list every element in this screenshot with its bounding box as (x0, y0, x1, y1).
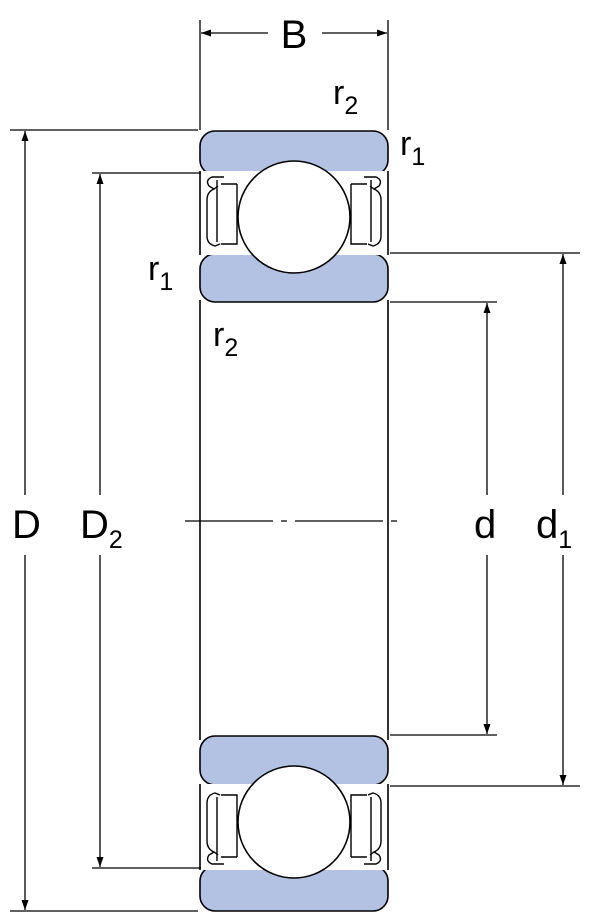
ball-bottom (237, 765, 351, 879)
label-r1-left-sub: 1 (159, 268, 173, 296)
dimension-lines (21, 29, 567, 910)
bearing-section (199, 130, 389, 912)
label-d1: d1 (536, 503, 572, 554)
label-r1-left: r1 (148, 250, 173, 296)
label-r2-top-main: r (333, 74, 344, 112)
seal-right-bottom (350, 792, 382, 865)
label-d1-sub: 1 (558, 526, 572, 554)
label-d1-main: d (536, 503, 558, 547)
seal-right-top (350, 176, 382, 247)
label-d2-sub: 2 (109, 526, 123, 554)
label-d2: D2 (80, 503, 123, 554)
label-r1-top-right: r1 (400, 125, 425, 171)
label-width-b: B (281, 13, 308, 57)
label-bore-d: d (474, 503, 496, 547)
label-outer-diameter: D (12, 503, 41, 547)
label-r2-inner: r2 (213, 316, 238, 362)
label-r1-top-right-main: r (400, 125, 411, 163)
extension-lines (10, 20, 580, 912)
label-r2-inner-main: r (213, 316, 224, 354)
label-r2-top-sub: 2 (344, 92, 358, 120)
label-r2-top: r2 (333, 74, 358, 120)
label-r2-inner-sub: 2 (224, 334, 238, 362)
ball-top (237, 160, 351, 274)
seal-left-top (206, 176, 238, 247)
label-d2-main: D (80, 503, 109, 547)
label-r1-left-main: r (148, 250, 159, 288)
label-r1-top-right-sub: 1 (411, 143, 425, 171)
seal-left-bottom (206, 792, 238, 865)
